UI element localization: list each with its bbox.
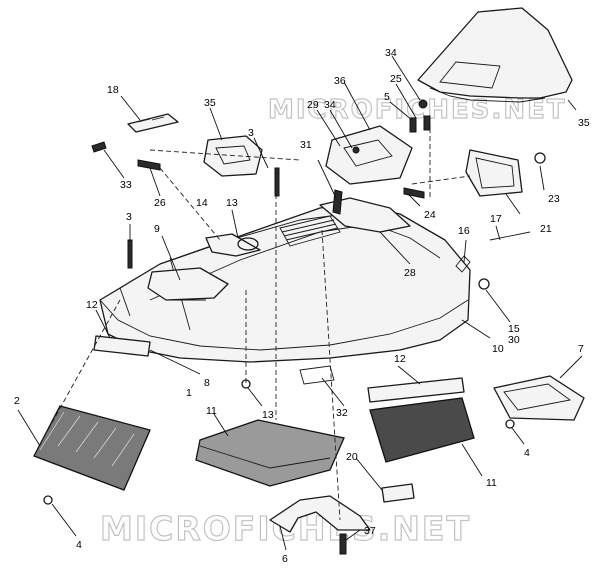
callout-9: 9	[154, 223, 160, 235]
bolt-5	[409, 117, 417, 133]
callout-23: 24	[424, 209, 436, 221]
pin-3-left	[127, 239, 133, 269]
clip-4-right	[505, 419, 515, 429]
callout-4-left: 4	[76, 539, 82, 551]
callout-13-top: 13	[226, 197, 238, 209]
tray-part	[493, 375, 585, 421]
callout-29: 32	[336, 407, 348, 419]
air-filter-part	[195, 419, 345, 487]
nut-34	[418, 99, 428, 109]
callout-19: 20	[346, 451, 358, 463]
callout-11-left: 11	[206, 405, 217, 417]
callout-3-top: 3	[248, 127, 254, 139]
callout-6: 6	[282, 553, 288, 565]
callout-31: 33	[120, 179, 132, 191]
label-19	[381, 483, 415, 503]
callout-24: 26	[154, 197, 166, 209]
callout-37: 37	[364, 525, 376, 537]
clip-4-left	[43, 495, 53, 505]
bulb-part	[534, 152, 546, 164]
leader-lines	[17, 55, 583, 551]
callout-5: 5	[384, 91, 390, 103]
gauge-mount	[237, 237, 259, 251]
left-vent-panel	[147, 267, 229, 301]
callout-21: 23	[548, 193, 560, 205]
latch-16	[455, 255, 471, 273]
callout-2: 2	[14, 395, 20, 407]
decal-strip-right	[367, 377, 465, 403]
screw-31	[91, 141, 107, 153]
hood-body	[99, 197, 471, 363]
bezel-bracket-part	[203, 135, 263, 177]
callout-32: 34	[324, 99, 336, 111]
callout-4-right: 4	[524, 447, 530, 459]
callout-labels: 18 35 3 36 29 34 34 25 5 35 31 24 21 23 …	[14, 47, 590, 565]
callout-11-right: 11	[486, 477, 497, 489]
cable-17	[489, 231, 531, 241]
callout-12-right: 12	[394, 353, 406, 365]
callout-13-bottom: 13	[262, 409, 274, 421]
callout-35: 35	[578, 117, 590, 129]
callout-20: 21	[540, 223, 552, 235]
callout-14: 14	[196, 197, 208, 209]
callout-18: 18	[107, 84, 119, 96]
callout-27: 29	[307, 99, 319, 111]
console-part	[325, 125, 413, 185]
grommet-24	[137, 159, 161, 171]
watermark-top: MICROFICHES.NET	[268, 95, 567, 125]
grommet-23	[403, 187, 425, 199]
callout-26: 28	[404, 267, 416, 279]
callout-33: 35	[204, 97, 216, 109]
callout-36: 36	[334, 75, 346, 87]
callout-16: 16	[458, 225, 470, 237]
callout-8: 8	[204, 377, 210, 389]
clip-29	[299, 365, 335, 385]
callout-7: 7	[578, 343, 584, 355]
callout-10: 10	[492, 343, 504, 355]
callout-34: 34	[385, 47, 397, 59]
foam-filter-part	[369, 397, 475, 463]
callout-3-left: 3	[126, 211, 132, 223]
headlight-part	[465, 149, 523, 197]
callout-12-left: 12	[86, 299, 98, 311]
callout-15: 15	[508, 323, 520, 335]
windshield-part	[417, 7, 573, 103]
handle-bracket-part	[269, 495, 371, 533]
callout-30: 30	[508, 334, 520, 346]
washer-15	[478, 278, 490, 290]
vent-grille-part	[127, 113, 179, 133]
callout-1: 1	[186, 387, 192, 399]
callout-28: 31	[300, 139, 312, 151]
callout-17: 17	[490, 213, 502, 225]
bolt-25	[423, 115, 431, 131]
screw-37	[339, 533, 347, 555]
callout-25: 25	[390, 73, 402, 85]
mesh-screen-part	[33, 405, 151, 491]
